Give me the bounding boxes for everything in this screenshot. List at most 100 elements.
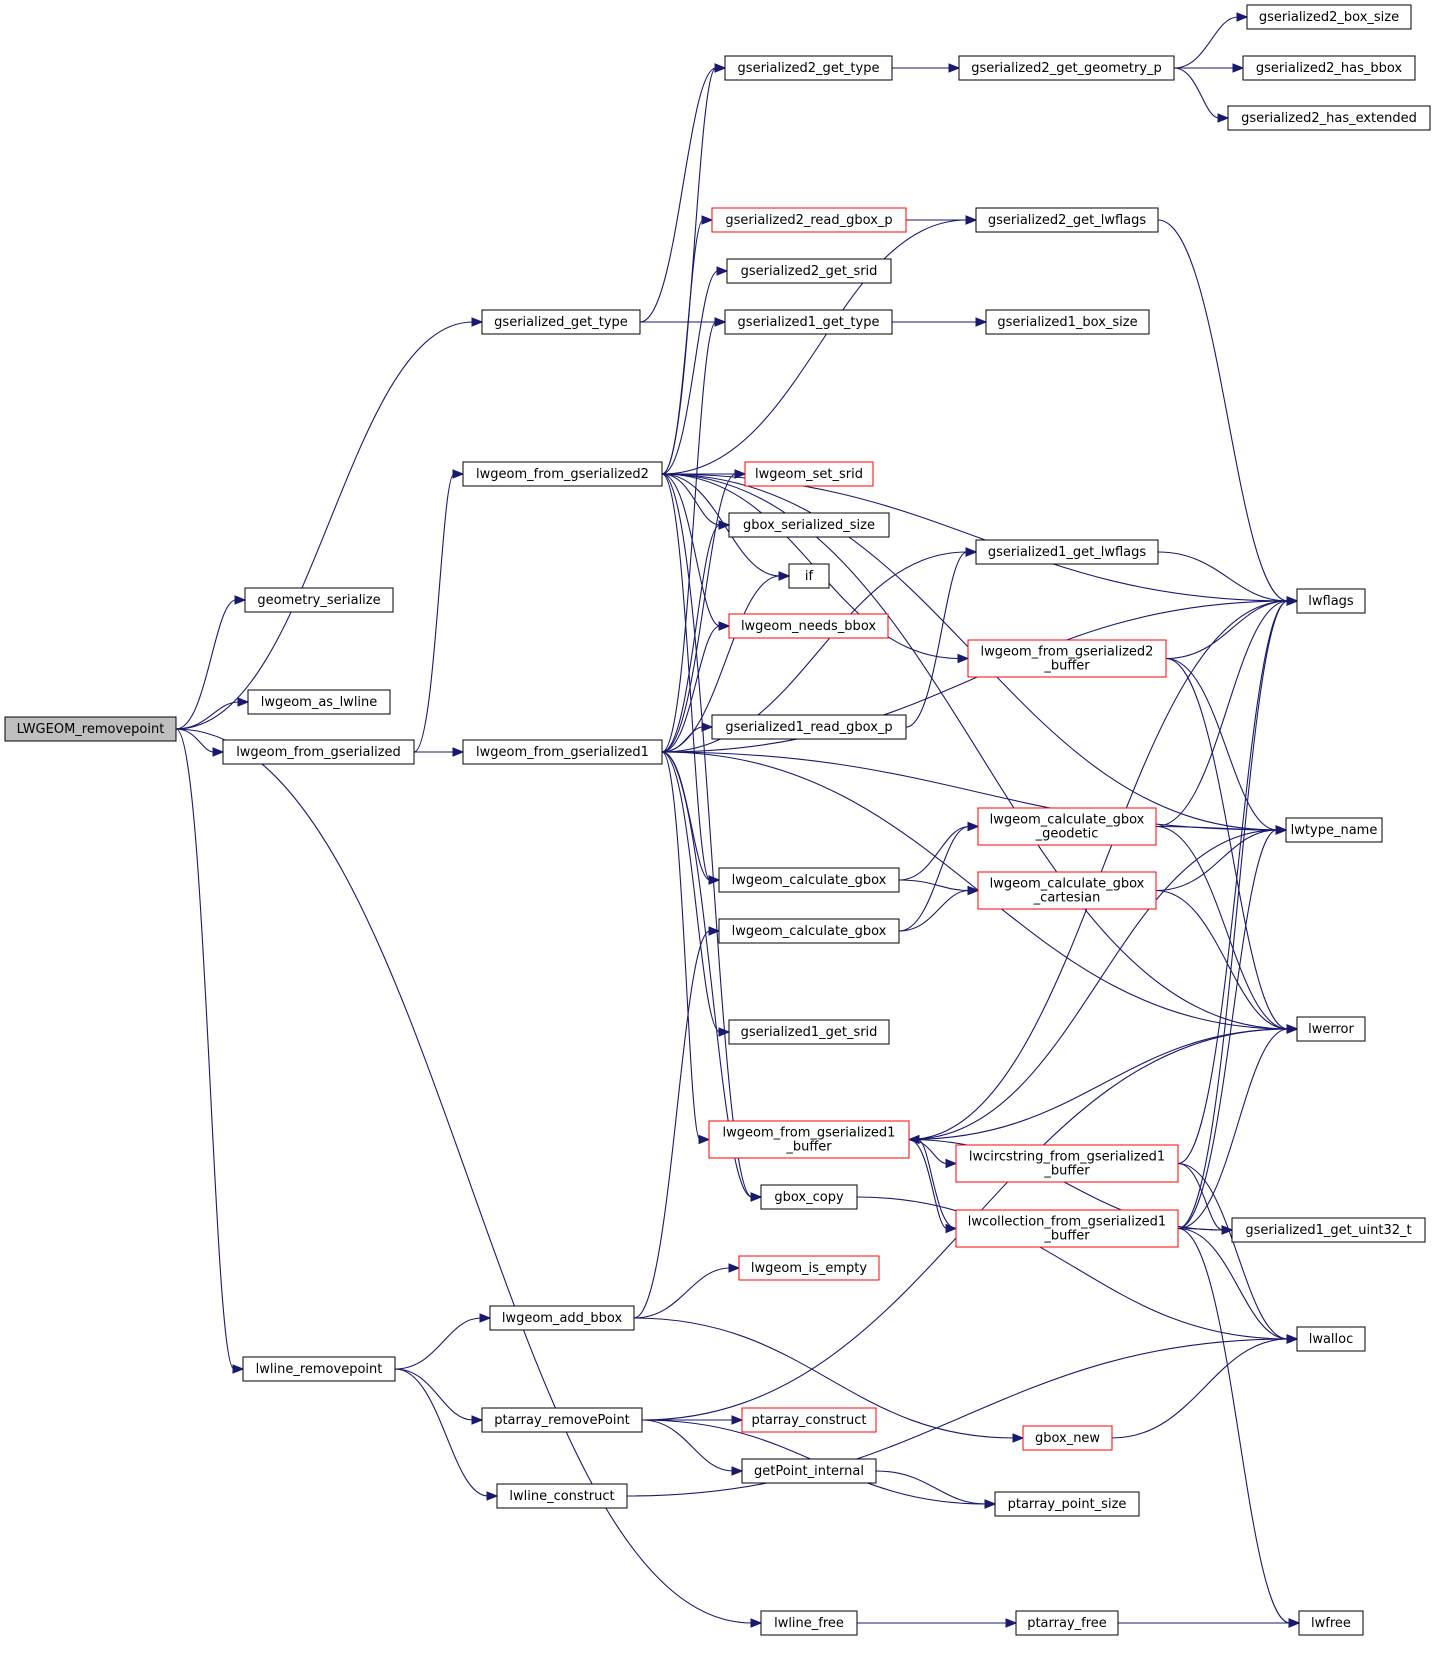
node-box[interactable] [741,1458,877,1484]
node-gserialized2-has-extended[interactable]: gserialized2_has_extended [1227,105,1431,131]
node-lwflags[interactable]: lwflags [1296,588,1366,614]
node-box[interactable] [1296,588,1366,614]
node-box[interactable] [1285,817,1383,843]
node-gserialized2-box-size[interactable]: gserialized2_box_size [1246,4,1412,30]
node-box[interactable] [741,1407,877,1433]
node-lwtype-name[interactable]: lwtype_name [1285,817,1383,843]
node-box[interactable] [955,1144,1179,1183]
node-lwgeom-calculate-gbox-geodetic[interactable]: lwgeom_calculate_gbox_geodetic [977,807,1157,846]
node-box[interactable] [711,714,907,740]
node-gbox-copy[interactable]: gbox_copy [760,1184,858,1210]
node-getpoint-internal[interactable]: getPoint_internal [741,1458,877,1484]
node-ptarray-free[interactable]: ptarray_free [1015,1610,1119,1636]
node-box[interactable] [738,1255,880,1281]
node-box[interactable] [247,689,391,715]
node-box[interactable] [955,1209,1179,1248]
node-box[interactable] [489,1305,635,1331]
node-gserialized1-read-gbox-p[interactable]: gserialized1_read_gbox_p [711,714,907,740]
node-lwgeom-from-gserialized2[interactable]: lwgeom_from_gserialized2 [462,461,663,487]
node-gserialized1-box-size[interactable]: gserialized1_box_size [985,309,1150,335]
node-lwgeom-is-empty[interactable]: lwgeom_is_empty [738,1255,880,1281]
node-ptarray-construct[interactable]: ptarray_construct [741,1407,877,1433]
node-box[interactable] [1227,105,1431,131]
node-gserialized1-get-type[interactable]: gserialized1_get_type [724,309,893,335]
node-box[interactable] [481,1407,643,1433]
node-ptarray-removepoint[interactable]: ptarray_removePoint [481,1407,643,1433]
node-lwgeom-add-bbox[interactable]: lwgeom_add_bbox [489,1305,635,1331]
node-box[interactable] [726,258,892,284]
node-box[interactable] [1298,1610,1364,1636]
node-box[interactable] [1296,1016,1366,1042]
node-box[interactable] [222,739,415,765]
node-lwalloc[interactable]: lwalloc [1296,1326,1366,1352]
node-gserialized1-get-srid[interactable]: gserialized1_get_srid [728,1019,890,1045]
node-lwgeom-removepoint[interactable]: LWGEOM_removepoint [4,716,177,742]
node-gbox-serialized-size[interactable]: gbox_serialized_size [728,512,890,538]
node-lwgeom-from-gserialized[interactable]: lwgeom_from_gserialized [222,739,415,765]
node-gserialized2-has-bbox[interactable]: gserialized2_has_bbox [1242,55,1416,81]
node-box[interactable] [462,739,663,765]
node-ptarray-point-size[interactable]: ptarray_point_size [994,1491,1140,1517]
node-box[interactable] [975,539,1159,565]
node-lwcollection-from-gserialized1-buffer[interactable]: lwcollection_from_gserialized1_buffer [955,1209,1179,1248]
node-box[interactable] [1296,1326,1366,1352]
node-box[interactable] [760,1184,858,1210]
node-box[interactable] [708,1120,910,1159]
node-box[interactable] [985,309,1150,335]
node-box[interactable] [4,716,177,742]
node-box[interactable] [718,867,900,893]
node-lwline-removepoint[interactable]: lwline_removepoint [242,1356,396,1382]
node-lwgeom-as-lwline[interactable]: lwgeom_as_lwline [247,689,391,715]
node-if[interactable]: if [788,563,830,589]
node-box[interactable] [967,639,1167,678]
node-gserialized2-get-srid[interactable]: gserialized2_get_srid [726,258,892,284]
node-box[interactable] [724,309,893,335]
node-gserialized2-get-type[interactable]: gserialized2_get_type [724,55,893,81]
node-box[interactable] [724,55,893,81]
node-lwfree[interactable]: lwfree [1298,1610,1364,1636]
node-gserialized2-get-lwflags[interactable]: gserialized2_get_lwflags [975,207,1159,233]
node-gserialized2-read-gbox-p[interactable]: gserialized2_read_gbox_p [711,207,907,233]
node-box[interactable] [977,871,1157,910]
node-lwgeom-from-gserialized2-buffer[interactable]: lwgeom_from_gserialized2_buffer [967,639,1167,678]
node-box[interactable] [1246,4,1412,30]
node-box[interactable] [975,207,1159,233]
node-lwgeom-calculate-gbox-cartesian[interactable]: lwgeom_calculate_gbox_cartesian [977,871,1157,910]
node-lwline-free[interactable]: lwline_free [760,1610,858,1636]
node-box[interactable] [744,461,874,487]
node-box[interactable] [496,1483,628,1509]
node-box[interactable] [244,587,394,613]
node-gserialized-get-type[interactable]: gserialized_get_type [481,309,641,335]
node-box[interactable] [481,309,641,335]
node-lwgeom-calculate-gbox-a[interactable]: lwgeom_calculate_gbox [718,867,900,893]
node-box[interactable] [977,807,1157,846]
node-gserialized1-get-uint32-t[interactable]: gserialized1_get_uint32_t [1231,1217,1426,1243]
node-lwgeom-calculate-gbox-b[interactable]: lwgeom_calculate_gbox [718,918,900,944]
node-box[interactable] [788,563,830,589]
node-box[interactable] [994,1491,1140,1517]
node-box[interactable] [1231,1217,1426,1243]
node-lwgeom-needs-bbox[interactable]: lwgeom_needs_bbox [728,613,889,639]
node-box[interactable] [1022,1425,1113,1451]
node-gserialized2-get-geometry-p[interactable]: gserialized2_get_geometry_p [958,55,1175,81]
node-box[interactable] [1015,1610,1119,1636]
node-lwline-construct[interactable]: lwline_construct [496,1483,628,1509]
node-box[interactable] [718,918,900,944]
node-box[interactable] [760,1610,858,1636]
node-geometry-serialize[interactable]: geometry_serialize [244,587,394,613]
node-box[interactable] [462,461,663,487]
node-box[interactable] [1242,55,1416,81]
node-box[interactable] [728,1019,890,1045]
node-lwgeom-from-gserialized1-buffer[interactable]: lwgeom_from_gserialized1_buffer [708,1120,910,1159]
node-box[interactable] [242,1356,396,1382]
node-box[interactable] [711,207,907,233]
node-lwcircstring-from-gserialized1-buffer[interactable]: lwcircstring_from_gserialized1_buffer [955,1144,1179,1183]
node-gbox-new[interactable]: gbox_new [1022,1425,1113,1451]
node-lwgeom-set-srid[interactable]: lwgeom_set_srid [744,461,874,487]
node-lwerror[interactable]: lwerror [1296,1016,1366,1042]
node-lwgeom-from-gserialized1[interactable]: lwgeom_from_gserialized1 [462,739,663,765]
node-box[interactable] [728,512,890,538]
node-gserialized1-get-lwflags[interactable]: gserialized1_get_lwflags [975,539,1159,565]
node-box[interactable] [958,55,1175,81]
node-box[interactable] [728,613,889,639]
